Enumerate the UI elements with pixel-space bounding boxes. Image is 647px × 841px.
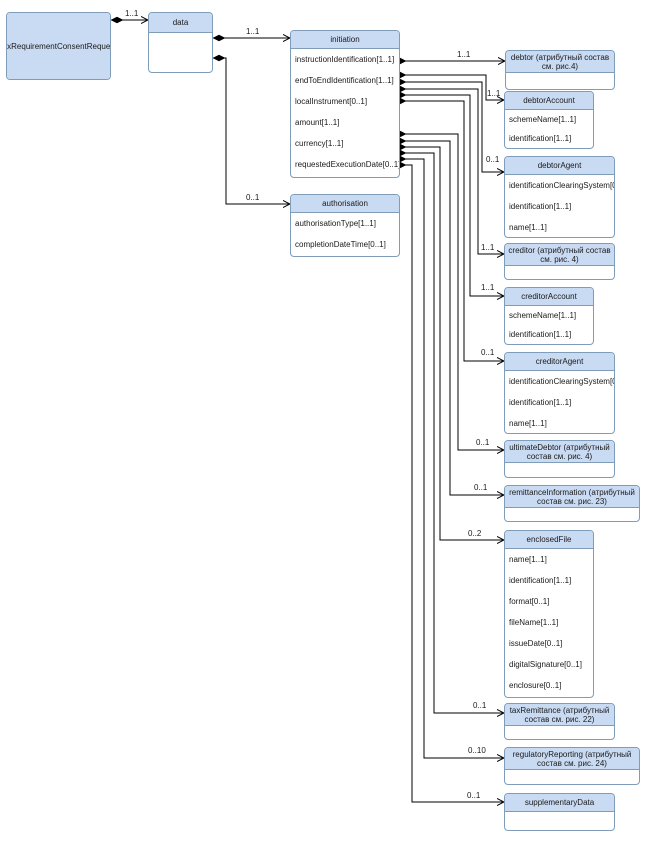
- multiplicity-remittance-information: 0..1: [474, 483, 488, 492]
- class-title: debtorAgent: [505, 157, 614, 175]
- class-data: data: [148, 12, 213, 73]
- connector-tax-remittance: [400, 152, 504, 713]
- attribute: identification[1..1]: [509, 202, 572, 211]
- connector-creditor-agent: [400, 100, 504, 361]
- multiplicity-data-initiation: 1..1: [246, 27, 260, 36]
- multiplicity-creditor-agent: 0..1: [481, 348, 495, 357]
- multiplicity-ultimate-debtor: 0..1: [476, 438, 490, 447]
- attribute: authorisationType[1..1]: [295, 219, 376, 228]
- class-title: taxRequirementConsentRequest: [7, 13, 110, 79]
- diamond-data-authorisation: [212, 54, 226, 62]
- class-debtor: debtor (атрибутный состав см. рис.4): [505, 50, 615, 90]
- attribute: name[1..1]: [509, 555, 547, 564]
- attribute: completionDateTime[0..1]: [295, 240, 386, 249]
- connector-debtor-agent: [400, 81, 504, 172]
- class-title: supplementaryData: [505, 794, 614, 812]
- multiplicity-supplementary-data: 0..1: [467, 791, 481, 800]
- attribute: endToEndIdentification[1..1]: [295, 76, 394, 85]
- attribute: localInstrument[0..1]: [295, 97, 368, 106]
- multiplicity-creditor-account: 1..1: [481, 283, 495, 292]
- attribute: enclosure[0..1]: [509, 681, 562, 690]
- connector-enclosed-file: [400, 146, 504, 540]
- class-supplementary-data: supplementaryData: [504, 793, 615, 831]
- class-title: debtor (атрибутный состав см. рис.4): [506, 51, 614, 73]
- class-title: ultimateDebtor (атрибутный состав см. ри…: [505, 441, 614, 463]
- diamond-root-data: [110, 16, 124, 24]
- class-debtor-agent: debtorAgent identificationClearingSystem…: [504, 156, 615, 238]
- class-title: authorisation: [291, 195, 399, 213]
- class-title: regulatoryReporting (атрибутный состав с…: [505, 748, 639, 770]
- multiplicity-creditor: 1..1: [481, 243, 495, 252]
- multiplicity-tax-remittance: 0..1: [473, 701, 487, 710]
- attribute: identificationClearingSystem[0..1]: [509, 181, 614, 190]
- attribute: digitalSignature[0..1]: [509, 660, 582, 669]
- diamond-data-initiation: [212, 34, 226, 42]
- class-title: debtorAccount: [505, 92, 593, 110]
- class-enclosed-file: enclosedFile name[1..1] identification[1…: [504, 530, 594, 698]
- class-remittance-information: remittanceInformation (атрибутный состав…: [504, 485, 640, 522]
- connector-creditor-account: [400, 94, 504, 296]
- attribute: schemeName[1..1]: [509, 311, 577, 320]
- class-tax-remittance: taxRemittance (атрибутный состав см. рис…: [504, 703, 615, 740]
- class-debtor-account: debtorAccount schemeName[1..1] identific…: [504, 91, 594, 149]
- multiplicity-enclosed-file: 0..2: [468, 529, 482, 538]
- class-authorisation: authorisation authorisationType[1..1] co…: [290, 194, 400, 257]
- class-creditor-account: creditorAccount schemeName[1..1] identif…: [504, 287, 594, 345]
- class-tax-requirement-consent-request: taxRequirementConsentRequest: [6, 12, 111, 80]
- class-title: initiation: [291, 31, 399, 49]
- class-title: creditorAgent: [505, 353, 614, 371]
- multiplicity-data-authorisation: 0..1: [246, 193, 260, 202]
- class-creditor: creditor (атрибутный состав см. рис. 4): [504, 243, 615, 280]
- connector-creditor: [400, 88, 504, 254]
- attribute: format[0..1]: [509, 597, 550, 606]
- attribute: currency[1..1]: [295, 139, 344, 148]
- class-regulatory-reporting: regulatoryReporting (атрибутный состав с…: [504, 747, 640, 785]
- attribute: identification[1..1]: [509, 576, 572, 585]
- class-ultimate-debtor: ultimateDebtor (атрибутный состав см. ри…: [504, 440, 615, 478]
- connector-debtor-account: [400, 74, 504, 100]
- multiplicity-debtor-account: 1..1: [487, 89, 501, 98]
- attribute: requestedExecutionDate[0..1]: [295, 160, 400, 169]
- attribute: amount[1..1]: [295, 118, 340, 127]
- connector-remittance-information: [400, 140, 504, 495]
- class-title: data: [149, 13, 212, 33]
- attribute: name[1..1]: [509, 223, 547, 232]
- attribute: issueDate[0..1]: [509, 639, 563, 648]
- attribute: identificationClearingSystem[0..1]: [509, 377, 614, 386]
- multiplicity-regulatory-reporting: 0..10: [468, 746, 486, 755]
- connector-regulatory-reporting: [400, 158, 504, 758]
- connector-supplementary-data: [400, 164, 504, 802]
- class-title: creditor (атрибутный состав см. рис. 4): [505, 244, 614, 266]
- multiplicity-debtor-agent: 0..1: [486, 155, 500, 164]
- class-title: taxRemittance (атрибутный состав см. рис…: [505, 704, 614, 726]
- attribute: identification[1..1]: [509, 134, 572, 143]
- attribute: identification[1..1]: [509, 330, 572, 339]
- multiplicity-root-data: 1..1: [125, 9, 139, 18]
- class-title: creditorAccount: [505, 288, 593, 306]
- class-title: remittanceInformation (атрибутный состав…: [505, 486, 639, 508]
- attribute: name[1..1]: [509, 419, 547, 428]
- connector-ultimate-debtor: [400, 133, 504, 450]
- class-creditor-agent: creditorAgent identificationClearingSyst…: [504, 352, 615, 434]
- attribute: schemeName[1..1]: [509, 115, 577, 124]
- multiplicity-debtor: 1..1: [457, 50, 471, 59]
- class-initiation: initiation instructionIdentification[1..…: [290, 30, 400, 178]
- attribute: fileName[1..1]: [509, 618, 559, 627]
- attribute: instructionIdentification[1..1]: [295, 55, 395, 64]
- attribute: identification[1..1]: [509, 398, 572, 407]
- class-title: enclosedFile: [505, 531, 593, 549]
- connector-data-authorisation: [219, 57, 290, 204]
